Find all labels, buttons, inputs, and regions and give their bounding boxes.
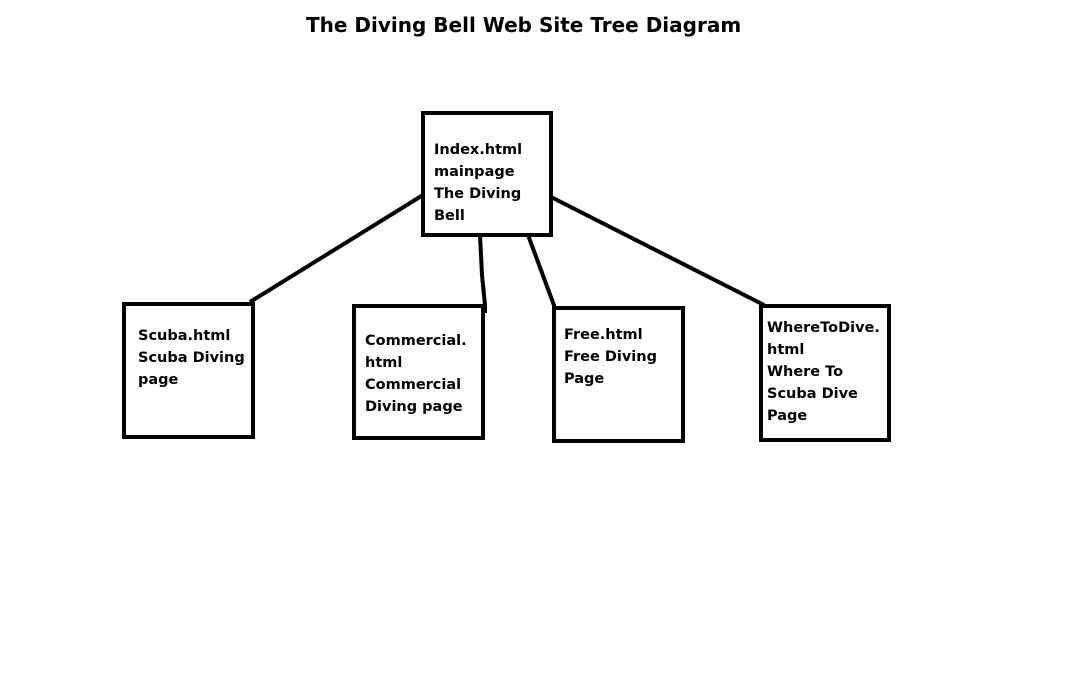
node-scuba-line-3: page — [138, 372, 179, 388]
node-free-line-1: Free.html — [564, 327, 643, 343]
node-free-label: Free.html Free Diving Page — [564, 324, 657, 390]
node-index-line-3: The Diving — [434, 186, 522, 202]
node-scuba: Scuba.html Scuba Diving page — [122, 302, 255, 439]
node-commercial-line-3: Commercial — [365, 377, 462, 393]
node-index-label: Index.html mainpage The Diving Bell — [434, 139, 522, 227]
connector-index-where — [550, 195, 765, 307]
node-index-line-2: mainpage — [434, 164, 515, 180]
node-where-label: WhereToDive. html Where To Scuba Dive Pa… — [767, 317, 880, 427]
connector-index-scuba — [248, 193, 425, 304]
node-index-line-4: Bell — [434, 208, 465, 224]
node-where-line-3: Where To — [767, 364, 844, 380]
node-where-line-5: Page — [767, 408, 808, 424]
node-where-to-dive: WhereToDive. html Where To Scuba Dive Pa… — [759, 304, 891, 442]
connector-index-free — [526, 234, 557, 309]
node-scuba-line-2: Scuba Diving — [138, 350, 245, 366]
node-scuba-label: Scuba.html Scuba Diving page — [138, 325, 245, 391]
node-where-line-4: Scuba Dive — [767, 386, 858, 402]
node-commercial-line-1: Commercial. — [365, 333, 467, 349]
node-commercial-label: Commercial. html Commercial Diving page — [365, 330, 467, 418]
connector-index-commercial — [478, 234, 487, 313]
diagram-title: The Diving Bell Web Site Tree Diagram — [306, 13, 742, 37]
node-where-line-2: html — [767, 342, 805, 358]
node-index-line-1: Index.html — [434, 142, 523, 158]
node-commercial: Commercial. html Commercial Diving page — [352, 304, 485, 440]
node-commercial-line-2: html — [365, 355, 403, 371]
node-commercial-line-4: Diving page — [365, 399, 463, 415]
node-free-line-3: Page — [564, 371, 605, 387]
node-scuba-line-1: Scuba.html — [138, 328, 231, 344]
node-free-line-2: Free Diving — [564, 349, 657, 365]
node-index: Index.html mainpage The Diving Bell — [421, 111, 553, 237]
node-free: Free.html Free Diving Page — [552, 306, 685, 443]
node-where-line-1: WhereToDive. — [767, 320, 880, 336]
